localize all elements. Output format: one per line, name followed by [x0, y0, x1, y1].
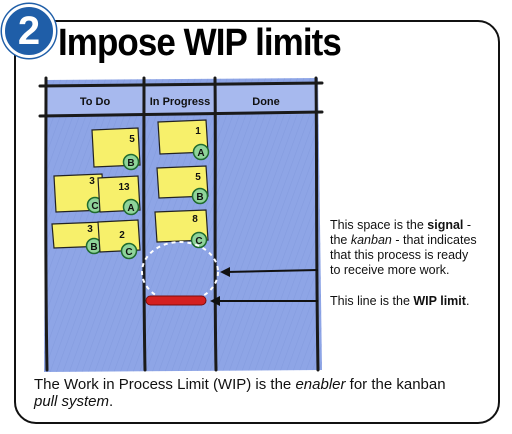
card-tag: A — [127, 203, 134, 214]
card-tag: C — [125, 247, 132, 258]
column-header-in-progress: In Progress — [150, 96, 211, 108]
signal-callout: This space is the signal - the kanban - … — [330, 218, 477, 277]
todo-card: 13 A — [97, 175, 141, 216]
slide-title: Impose WIP limits — [58, 22, 342, 64]
card-estimate: 5 — [195, 172, 201, 183]
card-estimate: 13 — [118, 182, 130, 193]
card-estimate: 3 — [87, 224, 93, 235]
footer-caption: The Work in Process Limit (WIP) is the e… — [34, 376, 446, 410]
card-tag-circle — [192, 143, 210, 161]
card-estimate: 3 — [89, 176, 95, 187]
card-tag: C — [91, 201, 98, 212]
in-progress-card: 8 C — [154, 209, 209, 249]
card-tag-circle — [120, 242, 138, 260]
signal-arrow — [220, 267, 319, 277]
kanban-signal-space — [141, 241, 219, 303]
wip-limit-arrow — [210, 296, 318, 306]
card-tag: A — [197, 148, 204, 159]
todo-card: 2 C — [97, 219, 141, 260]
board-header-band — [46, 84, 318, 116]
card-estimate: 8 — [192, 214, 198, 225]
card-estimate: 2 — [119, 230, 125, 241]
column-header-done: Done — [252, 96, 280, 108]
in-progress-card: 1 A — [157, 119, 210, 161]
wip-limit-callout: This line is the WIP limit. — [330, 294, 470, 308]
card-tag-circle — [191, 187, 209, 205]
card-tag: B — [127, 158, 134, 169]
in-progress-card: 5 B — [156, 165, 209, 205]
wip-limit-bar — [145, 295, 207, 306]
card-tag: B — [196, 192, 203, 203]
card-tag: B — [90, 242, 97, 253]
todo-card: 3 B — [51, 221, 107, 255]
card-tag-circle — [190, 231, 208, 249]
todo-card: 3 C — [53, 173, 105, 214]
card-tag-circle — [122, 153, 140, 171]
todo-card: 5 B — [91, 127, 141, 171]
card-tag-circle — [122, 198, 140, 216]
card-estimate: 5 — [129, 134, 135, 145]
step-number-badge: 2 — [2, 4, 56, 58]
card-tag: C — [195, 236, 202, 247]
card-estimate: 1 — [195, 126, 201, 137]
board-grid-lines — [38, 76, 324, 372]
column-header-todo: To Do — [80, 96, 111, 108]
